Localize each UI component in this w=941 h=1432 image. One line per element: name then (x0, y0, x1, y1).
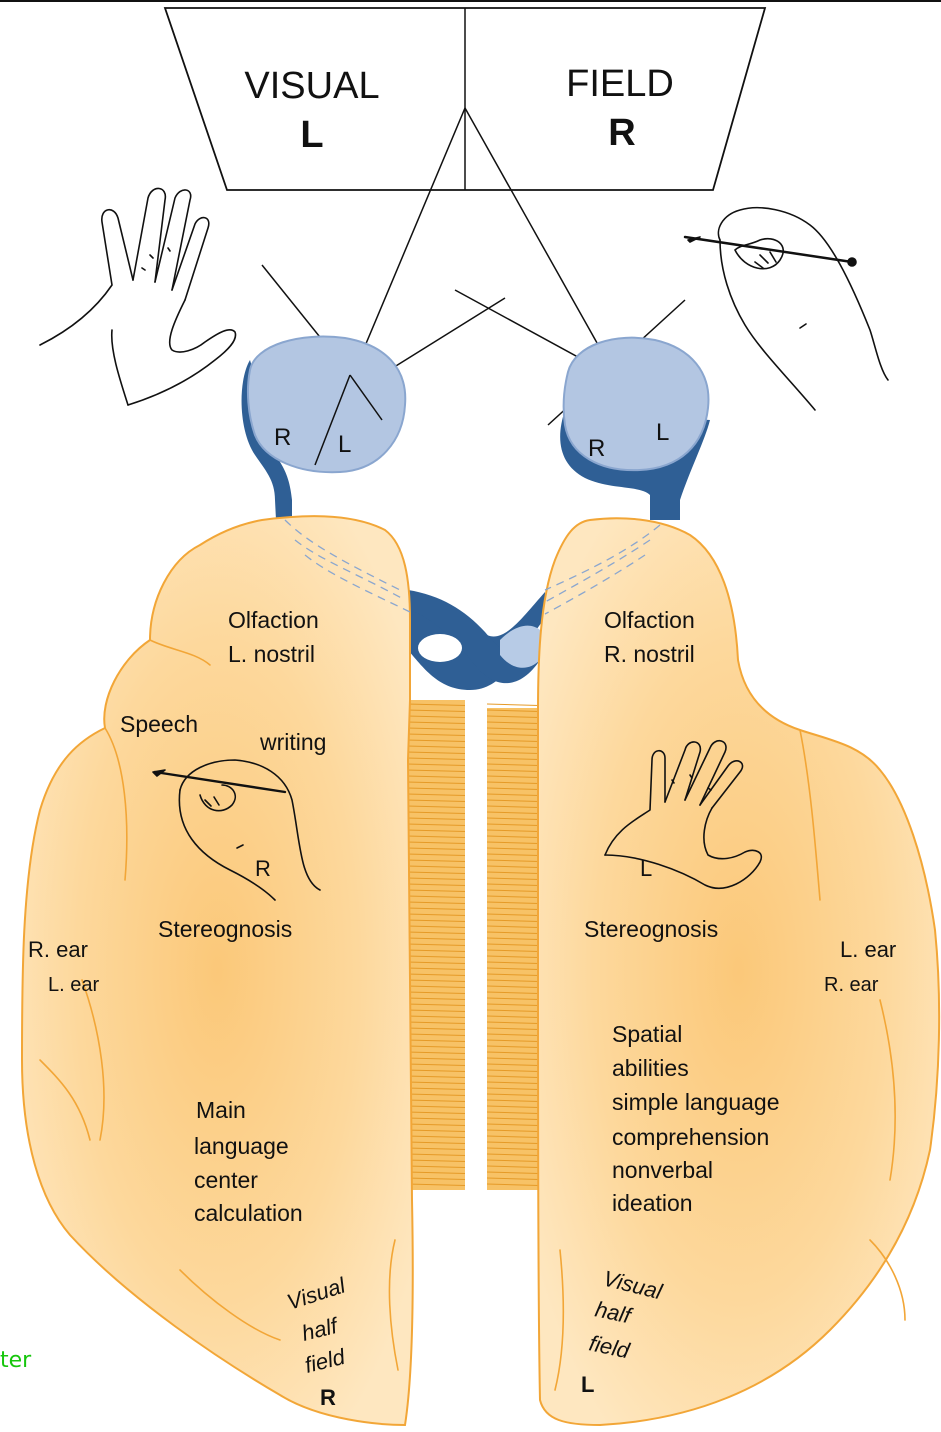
left-hemisphere (22, 516, 413, 1425)
left-stereognosis-label: Stereognosis (158, 916, 292, 942)
left-eye-r-label: R (274, 424, 291, 451)
calculation-label: calculation (194, 1200, 303, 1226)
right-ear-bottom-label: R. ear (824, 974, 879, 996)
nonverbal-label: nonverbal (612, 1157, 713, 1183)
right-nostril-label: R. nostril (604, 641, 695, 667)
spatial-label: Spatial (612, 1021, 682, 1047)
abilities-label: abilities (612, 1055, 689, 1081)
left-eye: R L (242, 337, 406, 520)
left-ear-bottom-label: L. ear (48, 974, 99, 996)
right-ear-top-label: L. ear (840, 937, 896, 962)
left-ear-top-label: R. ear (28, 937, 88, 962)
left-hand-icon (40, 188, 236, 405)
visual-label: VISUAL (244, 65, 379, 107)
writing-label: writing (259, 729, 326, 755)
edge-text: ter (0, 1348, 32, 1373)
optic-chiasm (405, 590, 545, 690)
right-olfaction-label: Olfaction (604, 607, 695, 633)
right-field-letter: R (608, 112, 635, 154)
corpus-callosum (407, 700, 539, 1190)
field-label: FIELD (566, 63, 674, 105)
right-hand-writing-icon (685, 208, 888, 410)
left-olfaction-label: Olfaction (228, 607, 319, 633)
simple-language-label: simple language (612, 1089, 780, 1115)
left-eye-l-label: L (338, 431, 351, 458)
right-eye-r-label: R (588, 435, 605, 462)
right-eye-l-label: L (656, 419, 669, 446)
right-hand-letter: L (640, 856, 652, 881)
left-nostril-label: L. nostril (228, 641, 315, 667)
callosal-fibre (487, 704, 539, 706)
ideation-label: ideation (612, 1190, 693, 1216)
comprehension-label: comprehension (612, 1124, 769, 1150)
right-eye: R L (560, 338, 710, 520)
language-label: language (194, 1133, 289, 1159)
right-hemisphere (538, 518, 939, 1425)
right-stereognosis-label: Stereognosis (584, 916, 718, 942)
left-hand-letter: R (255, 856, 271, 881)
visual-field-box: VISUAL FIELD L R (165, 8, 765, 190)
left-field-letter: R (320, 1385, 336, 1410)
speech-label: Speech (120, 711, 198, 737)
right-field-letter: L (581, 1372, 594, 1397)
left-field-letter: L (300, 114, 323, 156)
main-label: Main (196, 1097, 246, 1123)
center-label: center (194, 1167, 258, 1193)
